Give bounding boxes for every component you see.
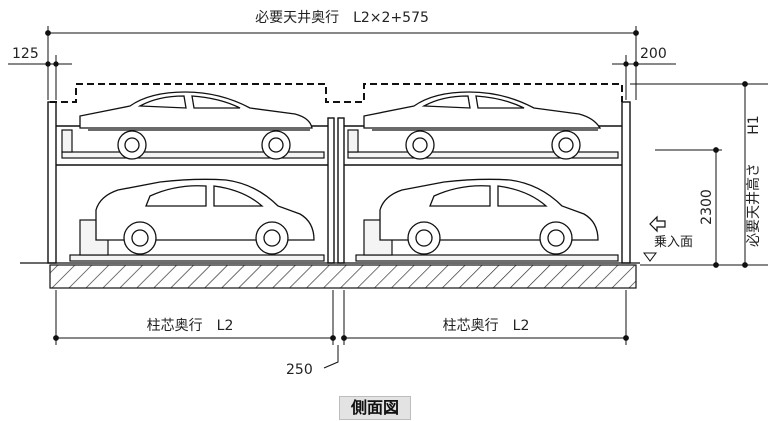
- right-height-dimensions: [630, 81, 768, 268]
- left-offset-dimension: [8, 55, 72, 100]
- sedan-car-upper-right-icon: [363, 91, 602, 160]
- entry-arrow-icon: [649, 215, 666, 233]
- entry-side-label: 乗入面: [654, 235, 693, 250]
- right-offset-dimension: [612, 55, 676, 100]
- left-offset-label: 125: [12, 46, 39, 62]
- upper-pallet-right: [347, 129, 619, 159]
- suv-car-lower-left-icon: [95, 178, 315, 255]
- h1-label: H1: [746, 115, 762, 134]
- ground-slab: [20, 262, 640, 289]
- suv-car-lower-right-icon: [379, 178, 599, 255]
- pillar-depth-left-label: 柱芯奥行 L2: [147, 317, 234, 334]
- side-view-caption: 側面図: [339, 396, 411, 420]
- sedan-car-upper-left-icon: [79, 91, 313, 160]
- lower-height-label: 2300: [699, 189, 715, 225]
- upper-pallet-left: [61, 129, 325, 159]
- floor-level-marker-icon: [643, 252, 657, 262]
- center-gap-label: 250: [286, 362, 313, 378]
- ceiling-outline: [50, 83, 623, 103]
- right-offset-label: 200: [640, 46, 667, 62]
- top-overall-depth-label: 必要天井奥行 L2×2+575: [255, 9, 429, 26]
- top-dimension-line: [45, 26, 639, 100]
- ceiling-height-label: 必要天井高さ: [745, 163, 762, 247]
- bottom-dimension-lines: [53, 290, 629, 369]
- pillar-depth-right-label: 柱芯奥行 L2: [443, 317, 530, 334]
